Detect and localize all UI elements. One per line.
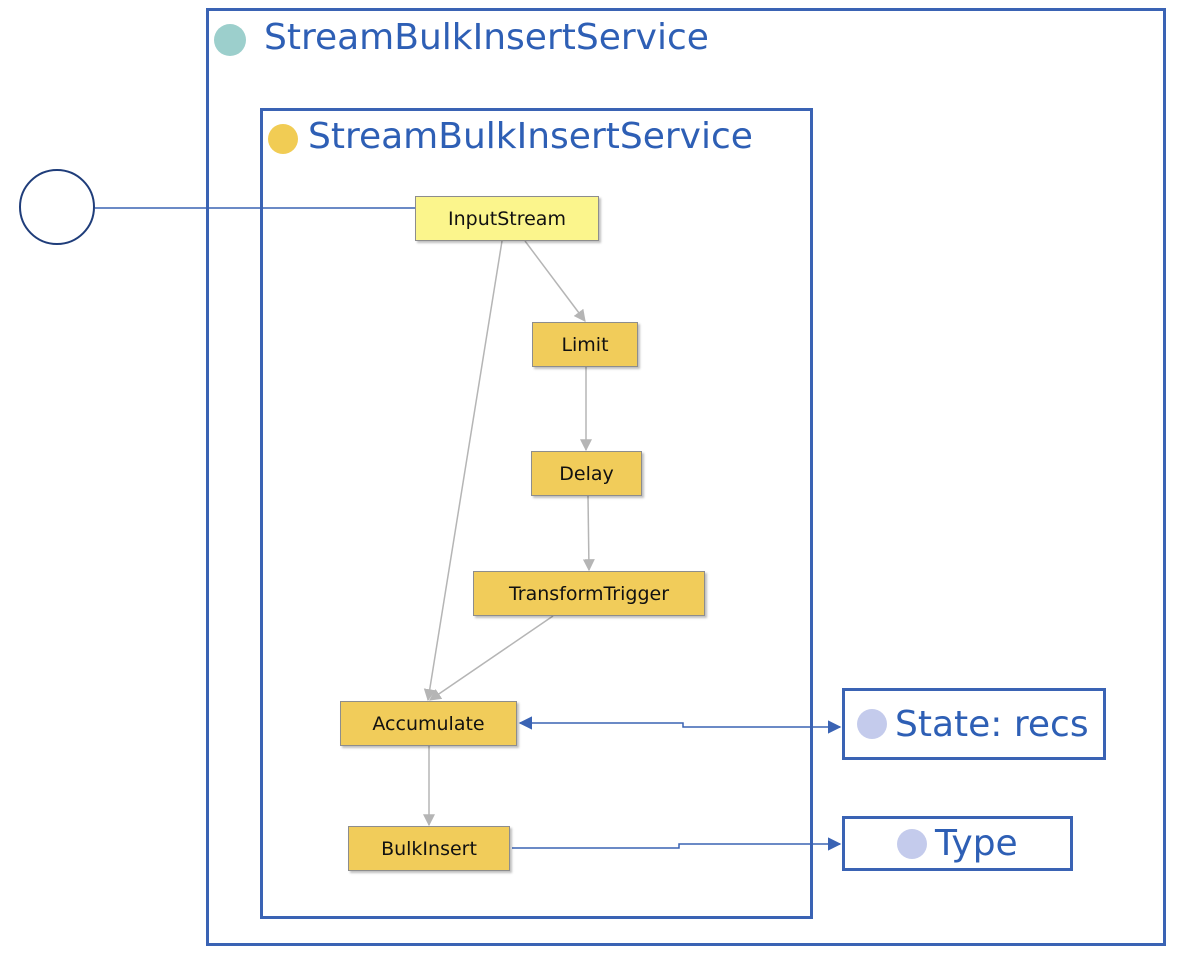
type-label: Type	[935, 823, 1018, 864]
state-label: State: recs	[895, 703, 1089, 745]
node-accumulate[interactable]: Accumulate	[340, 701, 517, 746]
node-transform-trigger[interactable]: TransformTrigger	[473, 571, 705, 616]
state-box[interactable]: State: recs	[842, 688, 1106, 760]
node-limit[interactable]: Limit	[532, 322, 638, 367]
inner-service-frame	[260, 108, 813, 919]
outer-service-frame	[206, 8, 1166, 946]
outer-service-dot-icon	[214, 24, 246, 56]
type-box[interactable]: Type	[842, 816, 1073, 871]
type-dot-icon	[897, 828, 927, 859]
actor-circle	[19, 169, 95, 245]
inner-service-title: StreamBulkInsertService	[308, 116, 753, 157]
node-delay[interactable]: Delay	[531, 451, 642, 496]
outer-service-title: StreamBulkInsertService	[264, 17, 709, 58]
state-dot-icon	[857, 709, 887, 739]
node-bulk-insert[interactable]: BulkInsert	[348, 826, 510, 871]
node-input-stream[interactable]: InputStream	[415, 196, 599, 241]
inner-service-dot-icon	[268, 124, 298, 154]
